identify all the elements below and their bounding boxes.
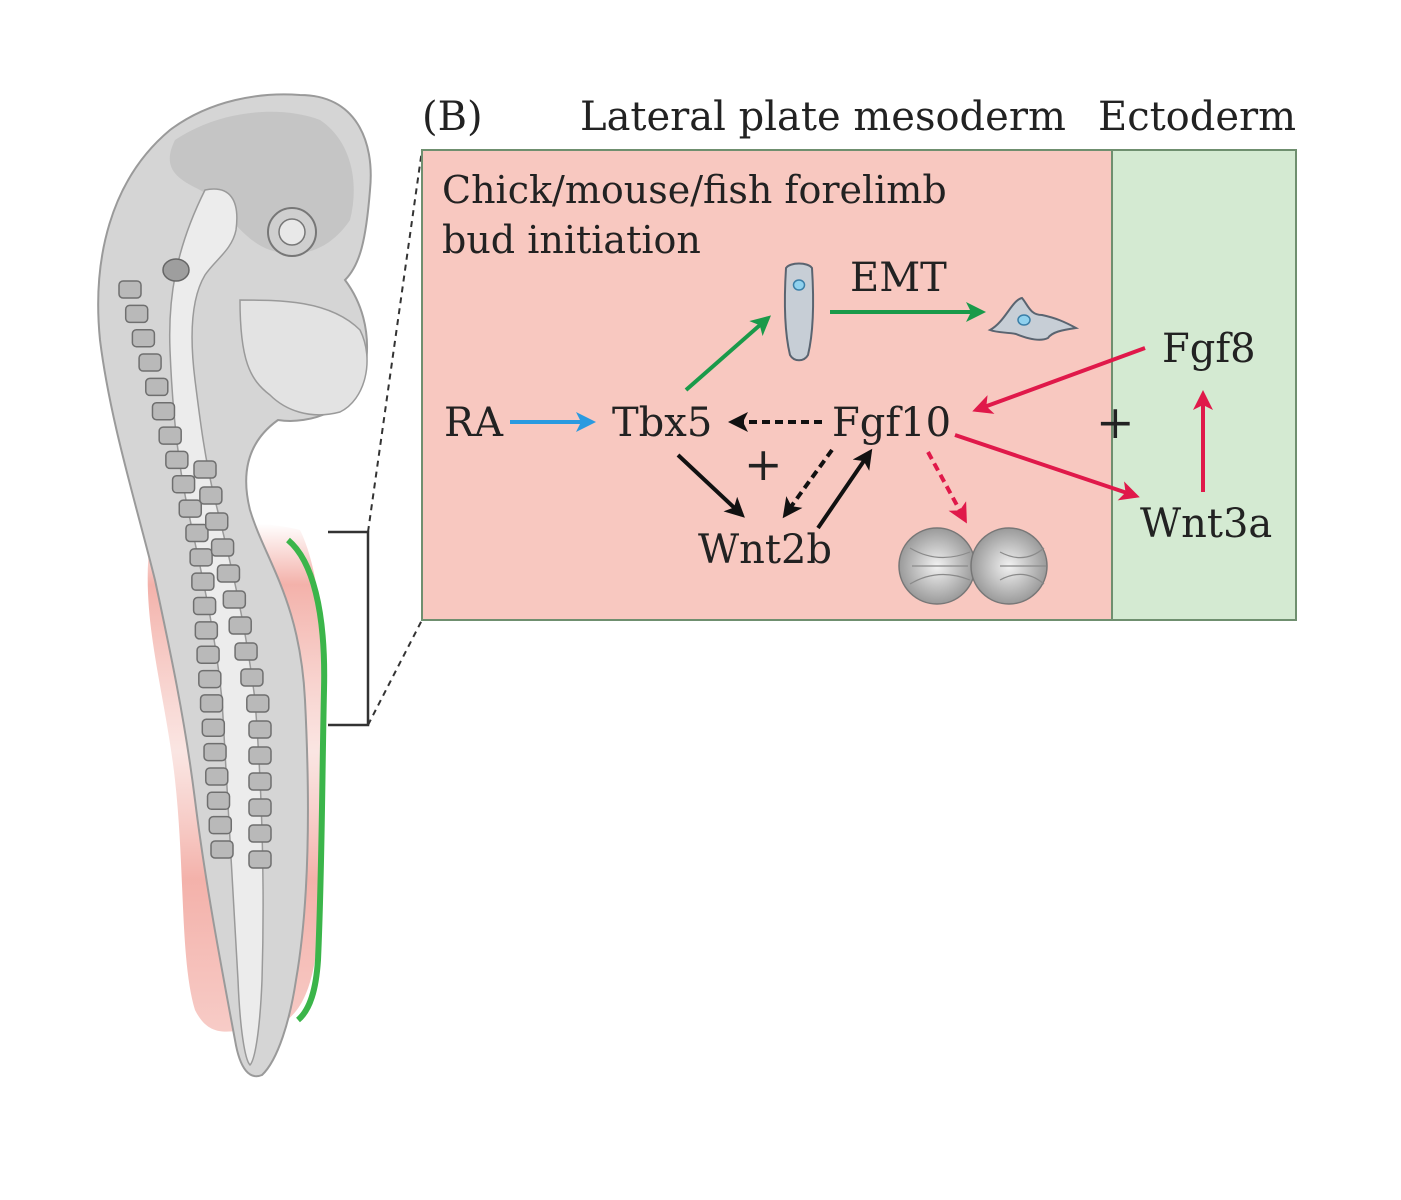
mesoderm-header: Lateral plate mesoderm bbox=[580, 94, 1066, 140]
emt-label: EMT bbox=[850, 255, 947, 301]
arrow-fgf10-wnt2b bbox=[782, 448, 834, 519]
somite bbox=[248, 746, 272, 765]
somite bbox=[228, 616, 252, 635]
somite bbox=[204, 512, 229, 531]
somite bbox=[199, 486, 223, 505]
box-title-line1: Chick/mouse/fish forelimb bbox=[442, 168, 947, 212]
somite bbox=[151, 401, 176, 421]
somite bbox=[185, 523, 209, 543]
node-tbx5: Tbx5 bbox=[612, 400, 712, 446]
somite bbox=[208, 815, 233, 835]
somite bbox=[145, 377, 169, 397]
arrow-fgf10-wnt3a bbox=[954, 433, 1140, 501]
ectoderm-box bbox=[1111, 149, 1297, 621]
ectoderm-edge bbox=[285, 537, 328, 1023]
arrow-tbx5-cell bbox=[684, 315, 772, 392]
somite bbox=[206, 791, 231, 811]
zoom-line-top bbox=[367, 149, 423, 533]
box-title-line2: bud initiation bbox=[442, 218, 701, 262]
node-wnt3a: Wnt3a bbox=[1140, 501, 1272, 547]
somite bbox=[248, 824, 272, 843]
epithelial-cell-icon bbox=[783, 262, 815, 362]
somite bbox=[158, 426, 182, 445]
somite bbox=[210, 538, 235, 557]
node-fgf10: Fgf10 bbox=[832, 400, 951, 446]
zoom-line-bottom bbox=[367, 619, 423, 726]
somite bbox=[194, 621, 219, 640]
somite bbox=[205, 767, 229, 786]
forelimb-bracket bbox=[328, 530, 370, 727]
somite bbox=[118, 280, 142, 299]
somite bbox=[198, 669, 222, 689]
somite bbox=[193, 460, 217, 479]
somite bbox=[240, 668, 264, 687]
dividing-cell-icon bbox=[898, 527, 1048, 605]
somite bbox=[192, 596, 217, 616]
plus-sign-mesoderm: + bbox=[744, 437, 783, 491]
somite bbox=[210, 840, 234, 859]
somite bbox=[248, 798, 272, 817]
somite bbox=[248, 720, 272, 739]
ectoderm-header: Ectoderm bbox=[1098, 94, 1296, 140]
somite bbox=[248, 850, 272, 869]
arrow-wnt2b-fgf10 bbox=[816, 448, 873, 530]
node-wnt2b: Wnt2b bbox=[698, 527, 832, 573]
somite bbox=[171, 475, 196, 494]
somite bbox=[234, 642, 258, 661]
somite bbox=[201, 718, 226, 738]
somite bbox=[124, 304, 149, 324]
somite bbox=[165, 450, 189, 470]
somite bbox=[216, 564, 241, 583]
somite bbox=[196, 645, 220, 664]
somite bbox=[189, 548, 213, 567]
somite bbox=[131, 328, 156, 348]
somite bbox=[203, 742, 227, 762]
somite bbox=[199, 694, 224, 713]
node-fgf8: Fgf8 bbox=[1162, 326, 1256, 372]
somites bbox=[118, 280, 272, 869]
somite bbox=[191, 572, 215, 591]
somite bbox=[248, 772, 272, 791]
arrow-fgf8-fgf10 bbox=[972, 346, 1146, 414]
arrow-tbx5-wnt2b bbox=[676, 453, 745, 518]
panel-label: (B) bbox=[422, 94, 483, 140]
somite bbox=[222, 590, 247, 609]
embryo-illustration bbox=[97, 93, 423, 1078]
somite bbox=[246, 694, 270, 713]
plus-sign-ectoderm: + bbox=[1096, 395, 1135, 449]
somite bbox=[178, 499, 203, 518]
somite bbox=[138, 353, 162, 372]
node-ra: RA bbox=[444, 400, 504, 446]
mesenchymal-cell-icon bbox=[987, 296, 1080, 341]
